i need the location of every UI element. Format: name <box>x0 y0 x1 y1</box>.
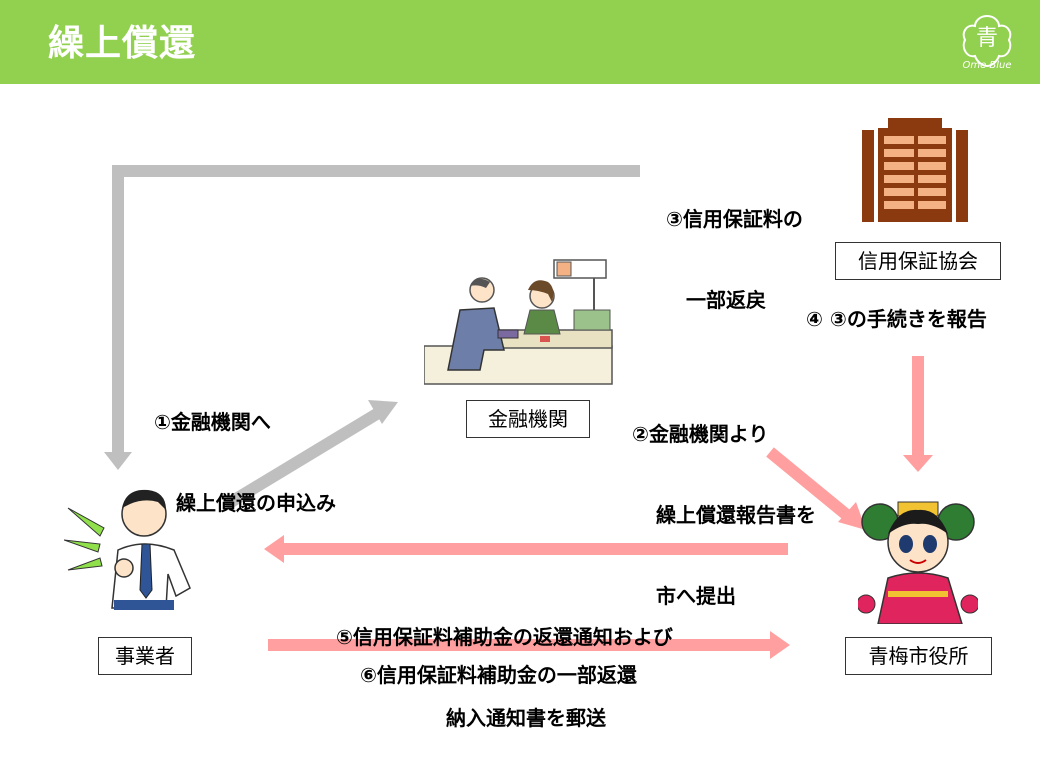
arrow-step2-head <box>838 502 866 530</box>
flow-arrows <box>104 165 933 659</box>
arrow-step1 <box>222 406 384 511</box>
ome-blue-logo-icon <box>962 14 1012 68</box>
arrow-step5-head <box>264 535 284 563</box>
businessman-illustration <box>64 489 191 610</box>
step3-line1: ③信用保証料の <box>666 207 803 231</box>
step6-text: ⑥信用保証料補助金の一部返還 <box>360 663 637 687</box>
bank-counter-illustration <box>424 259 613 385</box>
step5-line2: 納入通知書を郵送 <box>446 706 606 730</box>
step2-text: ②金融機関より 繰上償還報告書を 市へ提出 <box>632 367 816 637</box>
step1-line2: 繰上償還の申込み <box>176 491 336 515</box>
page-title: 繰上償還 <box>48 23 197 64</box>
arrow-step3-head <box>104 452 132 470</box>
logo-text: Ome Blue <box>962 60 1012 71</box>
node-bank: 金融機関 <box>466 400 590 438</box>
node-guarantee-association: 信用保証協会 <box>835 242 1001 280</box>
mascot-illustration <box>858 501 978 624</box>
step5-line1: ⑤信用保証料補助金の返還通知および <box>336 625 673 649</box>
arrow-step3 <box>112 165 640 455</box>
arrow-step2 <box>766 447 852 521</box>
logo-kanji: 青 <box>975 26 998 51</box>
header-bar: 繰上償還 青 Ome Blue <box>0 0 1040 84</box>
office-building-icon <box>862 118 968 222</box>
node-city-office: 青梅市役所 <box>845 637 992 675</box>
step1-text: ①金融機関へ 繰上償還の申込み <box>154 355 336 544</box>
arrow-step1-head <box>368 400 398 424</box>
step2-line1: ②金融機関より <box>632 422 769 446</box>
arrow-step4-head <box>903 455 933 472</box>
step2-line2: 繰上償還報告書を <box>656 503 816 527</box>
arrow-step6-head <box>770 631 790 659</box>
node-business: 事業者 <box>98 637 192 675</box>
step4-text: ④ ③の手続きを報告 <box>806 307 987 331</box>
step3-line2: 一部返戻 <box>686 288 766 312</box>
step1-line1: ①金融機関へ <box>154 410 271 434</box>
step5-text: ⑤信用保証料補助金の返還通知および 納入通知書を郵送 <box>336 570 673 759</box>
step2-line3: 市へ提出 <box>656 584 736 608</box>
step3-text: ③信用保証料の 一部返戻 <box>666 152 803 341</box>
